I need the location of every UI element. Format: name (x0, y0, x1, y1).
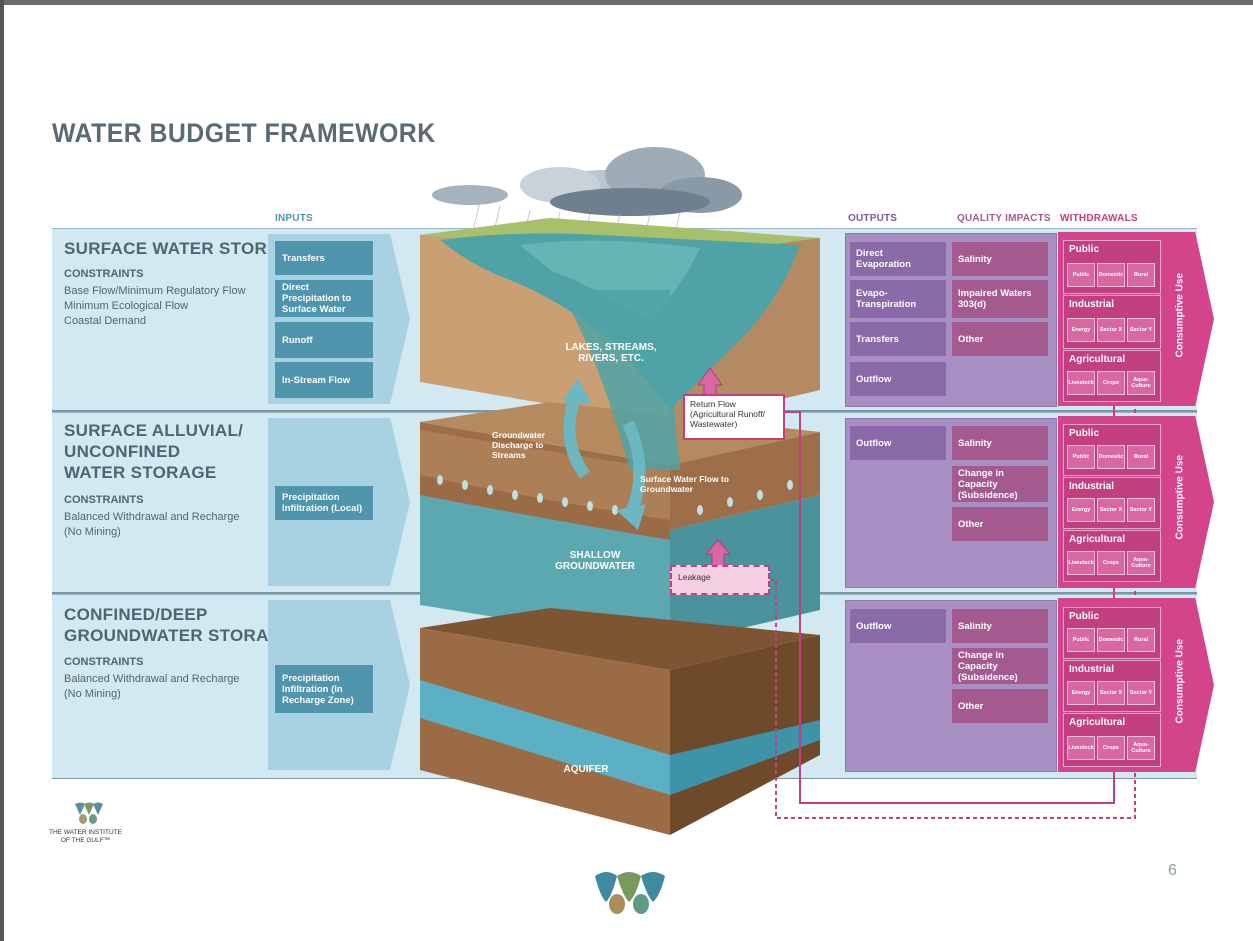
output-box: Transfers (850, 322, 946, 356)
output-box: Evapo-Transpiration (850, 280, 946, 318)
output-box: Outflow (850, 362, 946, 396)
input-box: Direct Precipitation to Surface Water (275, 280, 373, 317)
consumptive-use-label: Consumptive Use (1174, 455, 1186, 540)
quality-box: Other (952, 322, 1048, 356)
water-diagram (420, 147, 820, 835)
quality-box: Change in Capacity (Subsidence) (952, 466, 1048, 502)
cloud-icon (432, 147, 742, 216)
return-flow-callout: Return Flow (Agricultural Runoff/ Wastew… (683, 394, 785, 440)
withdrawal-group-industrial: Industrial Energy Sector X Sector Y (1063, 295, 1161, 349)
consumptive-use-label: Consumptive Use (1174, 639, 1186, 724)
output-box: Direct Evaporation (850, 242, 946, 276)
quality-header: QUALITY IMPACTS (957, 213, 1051, 224)
withdrawal-group-public: Public Public Domestic Rural (1063, 607, 1161, 659)
input-box: Precipitation Infiltration (In Recharge … (275, 665, 373, 713)
consumptive-use-label: Consumptive Use (1174, 273, 1186, 358)
section-title: SURFACE ALLUVIAL/ UNCONFINED WATER STORA… (64, 421, 244, 482)
withdrawal-group-agricultural: Agricultural Livestock Crops Aqua-Cultur… (1063, 350, 1161, 402)
page-title: WATER BUDGET FRAMEWORK (52, 118, 436, 148)
constraints-heading: CONSTRAINTS (64, 656, 144, 668)
logo-icon (595, 872, 665, 914)
withdrawal-group-industrial: Industrial Energy Sector X Sector Y (1063, 660, 1161, 712)
constraints-list: Base Flow/Minimum Regulatory Flow Minimu… (64, 285, 246, 327)
output-box: Outflow (850, 609, 946, 643)
constraints-heading: CONSTRAINTS (64, 268, 144, 280)
input-box: Precipitation Infiltration (Local) (275, 486, 373, 520)
quality-box: Change in Capacity (Subsidence) (952, 648, 1048, 684)
quality-box: Other (952, 507, 1048, 541)
withdrawals-header: WITHDRAWALS (1060, 213, 1138, 224)
withdrawal-group-public: Public Public Domestic Rural (1063, 240, 1161, 294)
page-number: 6 (1168, 862, 1177, 879)
input-box: Transfers (275, 241, 373, 275)
withdrawal-group-industrial: Industrial Energy Sector X Sector Y (1063, 477, 1161, 529)
withdrawal-group-agricultural: Agricultural Livestock Crops Aqua-Cultur… (1063, 713, 1161, 767)
quality-box: Impaired Waters 303(d) (952, 280, 1048, 318)
inputs-header: INPUTS (275, 213, 313, 224)
left-border (0, 0, 4, 941)
shallow-label: SHALLOW GROUNDWATER (555, 550, 635, 572)
top-border (0, 0, 1253, 5)
output-box: Outflow (850, 426, 946, 460)
quality-box: Salinity (952, 242, 1048, 276)
withdrawal-group-agricultural: Agricultural Livestock Crops Aqua-Cultur… (1063, 530, 1161, 582)
constraints-list: Balanced Withdrawal and Recharge (No Min… (64, 673, 240, 700)
section-title: CONFINED/DEEP GROUNDWATER STORAGE (64, 605, 294, 645)
quality-box: Other (952, 689, 1048, 723)
logo-icon (75, 802, 103, 824)
lakes-label: LAKES, STREAMS, RIVERS, ETC. (565, 342, 657, 364)
input-box: In-Stream Flow (275, 362, 373, 398)
input-box: Runoff (275, 322, 373, 358)
constraints-list: Balanced Withdrawal and Recharge (No Min… (64, 511, 240, 538)
section-title: SURFACE WATER STORAGE (64, 239, 305, 258)
aquifer-label: AQUIFER (563, 764, 609, 775)
sw-flow-label: Surface Water Flow to Groundwater (640, 474, 729, 494)
withdrawal-group-public: Public Public Domestic Rural (1063, 424, 1161, 476)
outputs-header: OUTPUTS (848, 213, 898, 224)
quality-box: Salinity (952, 426, 1048, 460)
gw-discharge-label: Groundwater Discharge to Streams (492, 430, 545, 460)
droplets (437, 475, 793, 515)
constraints-heading: CONSTRAINTS (64, 494, 144, 506)
leakage-callout: Leakage (670, 565, 770, 595)
quality-box: Salinity (952, 609, 1048, 643)
logo-text: THE WATER INSTITUTE OF THE GULF™ (49, 829, 122, 844)
